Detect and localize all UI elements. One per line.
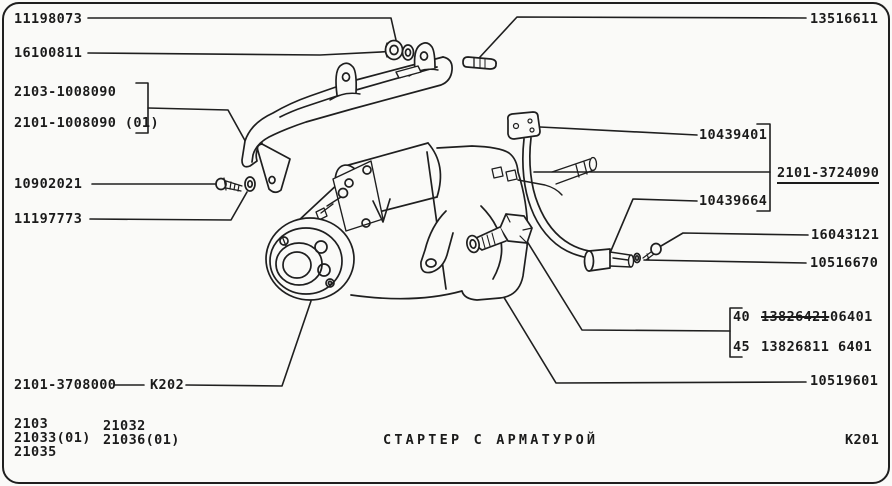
sheet-title: СТАРТЕР С АРМАТУРОЙ [383,432,599,448]
callout-washer-right: 10516670 [810,255,879,271]
bolt-variant-40-length: 40 [733,309,751,325]
shield-screw-drawing [215,177,243,192]
callout-starter-part: 2101-3708000 [14,377,117,393]
callout-stud-top: 13516611 [810,11,879,27]
sheet-code: К201 [845,432,880,448]
washer-top-drawing [401,44,415,61]
model-21032: 21032 [103,418,146,434]
model-2103: 2103 [14,416,49,432]
callout-washer-left: 11197773 [14,211,83,227]
callout-nut-top: 11198073 [14,11,83,27]
callout-cable-lug: 10439401 [699,127,768,143]
bolt-variant-40-code: 06401 [830,309,873,325]
model-21035: 21035 [14,444,57,460]
heat-shield-drawing [241,42,453,194]
stud-drawing [462,56,497,70]
terminal-screw-drawing [642,242,662,261]
bolt-variant-45-code: 6401 [838,339,873,355]
callout-shield-main: 2103-1008090 [14,84,117,100]
callout-screw-left: 10902021 [14,176,83,192]
nut-drawing [384,39,404,61]
callout-washer-top: 16100811 [14,45,83,61]
bolt-variant-40-part-number: 13826421 [761,309,830,325]
model-21036-01: 21036(01) [103,432,180,448]
battery-cable-drawing [506,111,635,272]
callout-shield-alt: 2101-1008090 (01) [14,115,159,131]
leader-lines [87,16,809,387]
bolt-variant-45-part-number: 13826811 [761,339,830,355]
bolt-variant-45-length: 45 [733,339,751,355]
callout-starter-ref: К202 [150,377,185,393]
callout-cable-assembly: 2101-3724090 [777,166,880,184]
shield-washer-drawing [244,176,256,192]
model-21033-01: 21033(01) [14,430,91,446]
terminal-washer-drawing [632,252,642,264]
callout-screw-right: 16043121 [811,227,880,243]
callout-cable-terminal: 10439664 [699,193,768,209]
bolt-washer-drawing [466,234,480,254]
callout-washer-bolt: 10519601 [810,373,879,389]
starter-motor-drawing [265,142,598,301]
